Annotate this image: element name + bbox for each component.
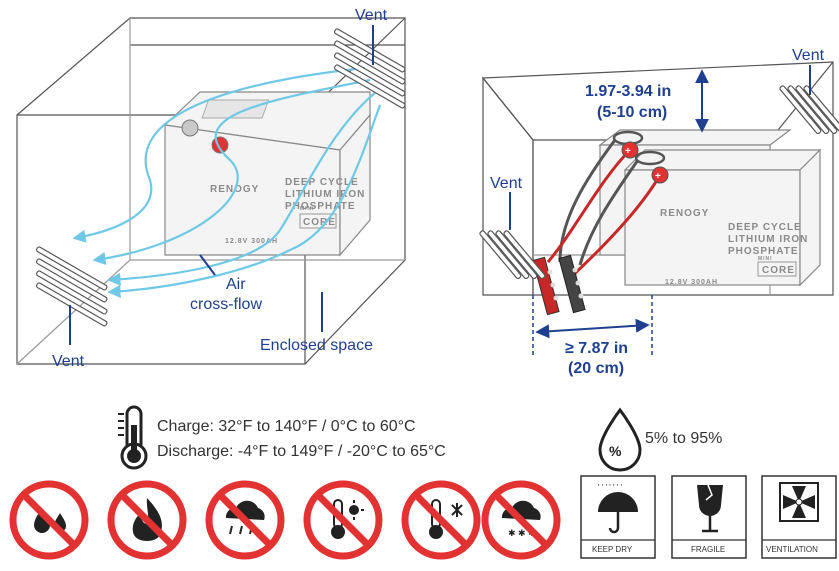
battery-line2: LITHIUM IRON — [285, 189, 365, 200]
air-label-line2: cross-flow — [190, 296, 262, 313]
side-gap-label-2: (20 cm) — [568, 360, 624, 377]
left-battery: RENOGY DEEP CYCLE LITHIUM IRON PHOSPHATE… — [163, 91, 371, 257]
vent-top-right — [333, 28, 406, 109]
vent-bottom-left — [35, 246, 108, 327]
ventilation-caption: VENTILATION — [766, 545, 818, 554]
svg-text:' ' ' ' ' ' ': ' ' ' ' ' ' ' — [598, 483, 623, 492]
humidity-symbol: % — [609, 443, 622, 459]
thermometer-icon — [118, 405, 148, 470]
no-rain-icon — [205, 480, 285, 560]
vent-label-right: Vent — [792, 47, 825, 64]
svg-text:✱ ✱ ✱: ✱ ✱ ✱ — [508, 528, 536, 538]
fragile-caption: FRAGILE — [691, 545, 725, 554]
battery-line3: PHOSPHATE — [285, 201, 356, 212]
vent-label-top: Vent — [355, 7, 388, 24]
cables: + + — [546, 130, 669, 280]
air-label-line1: Air — [226, 276, 246, 293]
fragile-icon: FRAGILE — [671, 475, 747, 559]
vent-label-left: Vent — [490, 175, 523, 192]
battery-series-right: CORE — [762, 265, 795, 276]
battery-brand-right: RENOGY — [660, 208, 709, 219]
enclosed-space-label: Enclosed space — [260, 337, 373, 354]
no-snow-icon: ✱ ✱ ✱ — [481, 480, 561, 560]
battery-rating: 12.8V 300AH — [225, 238, 278, 245]
top-gap-label-2: (5-10 cm) — [597, 104, 667, 121]
right-battery-front: RENOGY DEEP CYCLE LITHIUM IRON PHOSPHATE… — [623, 148, 822, 287]
charge-temp: Charge: 32°F to 140°F / 0°C to 60°C — [157, 418, 416, 435]
humidity-range: 5% to 95% — [645, 430, 722, 447]
airflow-lines — [72, 66, 382, 298]
battery-line1: DEEP CYCLE — [285, 177, 359, 188]
bus-bars — [532, 254, 586, 316]
svg-text:+: + — [625, 146, 631, 157]
battery-line3-right: PHOSPHATE — [728, 246, 799, 257]
vent-right-side — [779, 85, 839, 135]
svg-text:+: + — [655, 171, 661, 182]
battery-series-tag: MINI — [300, 206, 315, 212]
humidity-icon: % — [598, 407, 642, 472]
battery-series: CORE — [303, 217, 336, 228]
battery-line2-right: LITHIUM IRON — [728, 234, 808, 245]
no-water-oil-icon — [9, 480, 89, 560]
battery-line1-right: DEEP CYCLE — [728, 222, 802, 233]
top-gap-label-1: 1.97-3.94 in — [585, 83, 671, 100]
no-cold-icon — [401, 480, 481, 560]
keep-dry-icon: ' ' ' ' ' ' ' KEEP DRY — [580, 475, 656, 559]
no-fire-icon — [107, 480, 187, 560]
battery-series-tag-right: MINI — [758, 256, 773, 262]
vent-label-bottom: Vent — [52, 353, 85, 370]
keep-dry-caption: KEEP DRY — [592, 545, 633, 554]
no-heat-icon — [303, 480, 383, 560]
side-gap-label-1: ≥ 7.87 in — [565, 340, 628, 357]
discharge-temp: Discharge: -4°F to 149°F / -20°C to 65°C — [157, 443, 446, 460]
battery-rating-right: 12.8V 300AH — [665, 279, 718, 286]
vent-left-side — [479, 230, 546, 280]
ventilation-icon: VENTILATION — [761, 475, 837, 559]
